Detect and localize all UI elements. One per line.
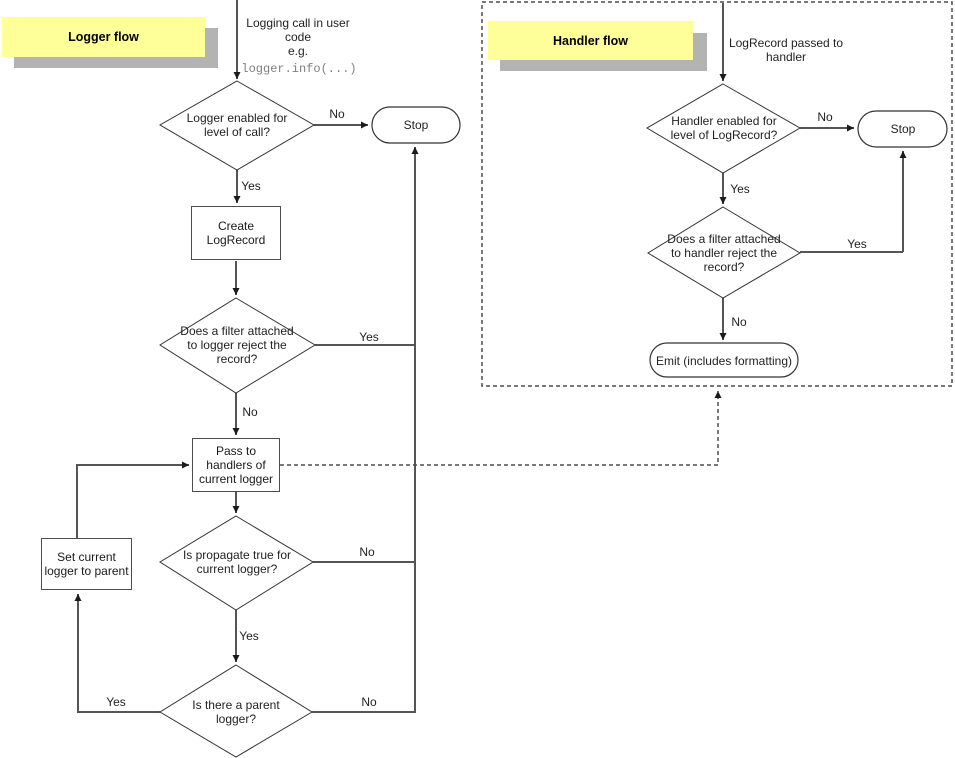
logger-filter-text: Does a filter attached to logger reject … <box>180 324 294 366</box>
label-filter-yes: Yes <box>359 330 379 344</box>
diamond-propagate <box>159 515 314 611</box>
diamond-handler-enabled <box>646 83 801 174</box>
handler-entry-caption: LogRecord passed to handler <box>728 36 844 64</box>
handler-flow-edges <box>719 3 907 340</box>
label-hlevel-no: No <box>817 110 833 124</box>
emit-terminator <box>649 342 799 378</box>
set-current-logger-box: Set current logger to parent <box>41 538 132 590</box>
stop-terminator-logger <box>371 106 461 144</box>
decision-shapes <box>159 80 801 758</box>
create-logrecord-box: Create LogRecord <box>191 206 281 260</box>
diamond-parent-logger <box>159 664 313 758</box>
diamond-logger-filter <box>159 297 316 394</box>
logger-entry-caption: Logging call in user code e.g. <box>246 16 350 58</box>
stop-logger-text: Stop <box>403 118 429 132</box>
edge-pass-to-handler-flow-dashed <box>280 391 722 466</box>
handler-flow-title: Handler flow <box>552 33 628 48</box>
label-level-no: No <box>329 107 345 121</box>
label-hfilter-yes: Yes <box>847 237 867 251</box>
handler-flow-boundary <box>481 1 953 387</box>
pass-to-handlers-box: Pass to handlers of current logger <box>192 438 280 492</box>
terminator-shapes <box>371 106 948 378</box>
label-propagate-no: No <box>359 545 375 559</box>
label-propagate-yes: Yes <box>239 629 259 643</box>
emit-text: Emit (includes formatting) <box>655 354 793 368</box>
stop-handler-text: Stop <box>890 122 916 136</box>
propagate-text: Is propagate true for current logger? <box>182 548 292 576</box>
edge-set-box-to-pass <box>76 461 189 538</box>
logger-flow-title: Logger flow <box>68 30 139 44</box>
diamond-handler-filter <box>647 206 801 299</box>
logger-flow-note: Logger flow <box>2 17 205 57</box>
diamond-logger-enabled <box>159 80 315 171</box>
label-parent-yes: Yes <box>106 695 126 709</box>
stop-terminator-handler <box>857 110 948 148</box>
create-logrecord-label: Create LogRecord <box>206 219 266 247</box>
handler-filter-text: Does a filter attached to handler reject… <box>667 232 781 274</box>
label-hlevel-yes: Yes <box>730 182 750 196</box>
label-filter-no: No <box>242 405 258 419</box>
label-parent-no: No <box>361 695 377 709</box>
edge-parent-yes-to-set-box <box>74 594 160 713</box>
label-level-yes: Yes <box>241 179 261 193</box>
logger-enabled-text: Logger enabled for level of call? <box>186 111 288 139</box>
logger-entry-code: logger.info(...) <box>241 62 357 76</box>
set-current-logger-label: Set current logger to parent <box>44 550 129 578</box>
label-hfilter-no: No <box>731 315 747 329</box>
handler-enabled-text: Handler enabled for level of LogRecord? <box>670 114 778 142</box>
handler-flow-note: Handler flow <box>488 21 693 60</box>
parent-logger-text: Is there a parent logger? <box>192 698 280 726</box>
logger-flow-edges <box>74 0 419 713</box>
pass-to-handlers-label: Pass to handlers of current logger <box>198 444 274 486</box>
